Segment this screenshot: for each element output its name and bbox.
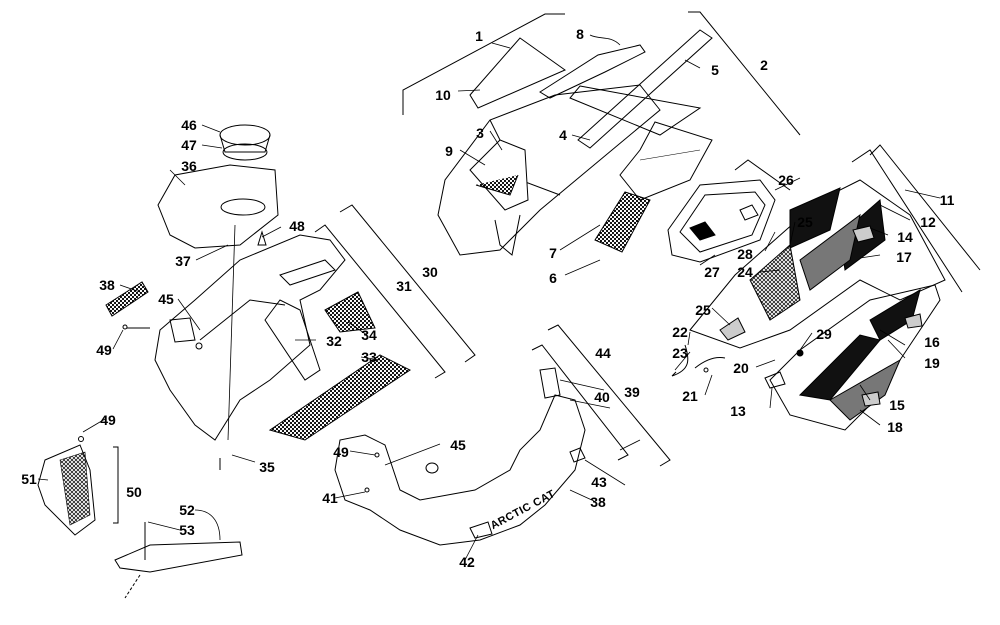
callout-37: 37 xyxy=(175,253,191,269)
callout-13: 13 xyxy=(730,403,746,419)
callout-36: 36 xyxy=(181,158,197,174)
callout-6: 6 xyxy=(549,270,557,286)
callout-47: 47 xyxy=(181,137,197,153)
callout-41: 41 xyxy=(322,490,338,506)
callout-8: 8 xyxy=(576,26,584,42)
callout-45-bottom: 45 xyxy=(450,437,466,453)
console-group xyxy=(105,124,476,470)
callout-33: 33 xyxy=(361,349,377,365)
callout-22: 22 xyxy=(672,324,688,340)
callout-49-left: 49 xyxy=(96,342,112,358)
callout-46: 46 xyxy=(181,117,197,133)
callout-34: 34 xyxy=(361,327,377,343)
side-panel-group xyxy=(667,144,981,431)
callout-48: 48 xyxy=(289,218,305,234)
callout-44: 44 xyxy=(595,345,611,361)
callout-19: 19 xyxy=(924,355,940,371)
callout-38-left: 38 xyxy=(99,277,115,293)
callout-49-bottom: 49 xyxy=(333,444,349,460)
callout-24: 24 xyxy=(737,264,753,280)
callout-31: 31 xyxy=(396,278,412,294)
callout-49-small: 49 xyxy=(100,412,116,428)
callout-12: 12 xyxy=(920,214,936,230)
belly-pan-group xyxy=(334,324,671,546)
callout-51: 51 xyxy=(21,471,37,487)
callout-35: 35 xyxy=(259,459,275,475)
callout-40: 40 xyxy=(594,389,610,405)
callout-50: 50 xyxy=(126,484,142,500)
callout-28: 28 xyxy=(737,246,753,262)
callout-53: 53 xyxy=(179,522,195,538)
callout-43: 43 xyxy=(591,474,607,490)
callout-27: 27 xyxy=(704,264,720,280)
callout-14: 14 xyxy=(897,229,913,245)
callout-15: 15 xyxy=(889,397,905,413)
callout-18: 18 xyxy=(887,419,903,435)
callout-39: 39 xyxy=(624,384,640,400)
callout-30: 30 xyxy=(422,264,438,280)
callout-32: 32 xyxy=(326,333,342,349)
callout-3: 3 xyxy=(476,125,484,141)
callout-5: 5 xyxy=(711,62,719,78)
callout-11: 11 xyxy=(939,192,955,208)
leader-lines xyxy=(37,34,941,561)
callout-25-upper: 25 xyxy=(797,214,813,230)
callout-21: 21 xyxy=(682,388,698,404)
callout-9: 9 xyxy=(445,143,453,159)
callout-42: 42 xyxy=(459,554,475,570)
callout-25-lower: 25 xyxy=(695,302,711,318)
callout-38-bottom: 38 xyxy=(590,494,606,510)
callout-2: 2 xyxy=(760,57,768,73)
callout-4: 4 xyxy=(559,127,567,143)
callout-10: 10 xyxy=(435,87,451,103)
callout-52: 52 xyxy=(179,502,195,518)
small-parts-group xyxy=(37,436,243,599)
hood-group xyxy=(402,11,801,256)
callout-7: 7 xyxy=(549,245,557,261)
callout-16: 16 xyxy=(924,334,940,350)
callout-26: 26 xyxy=(778,172,794,188)
callout-17: 17 xyxy=(896,249,912,265)
callout-20: 20 xyxy=(733,360,749,376)
callout-23: 23 xyxy=(672,345,688,361)
callout-45-left: 45 xyxy=(158,291,174,307)
callout-29: 29 xyxy=(816,326,832,342)
callout-1: 1 xyxy=(475,28,483,44)
